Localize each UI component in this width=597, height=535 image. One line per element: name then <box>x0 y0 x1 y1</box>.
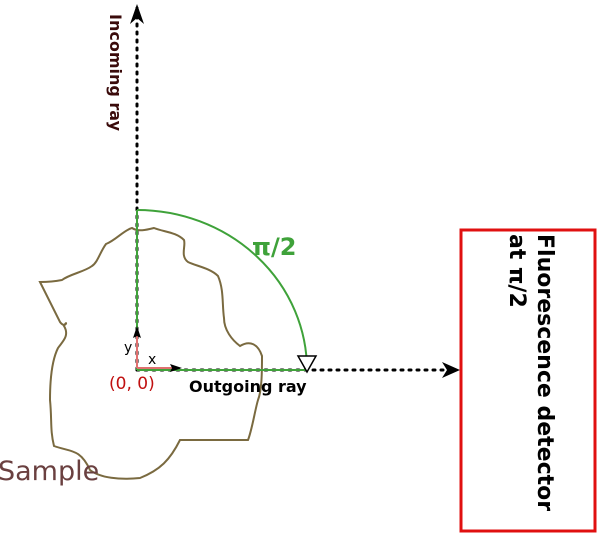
outgoing-ray-label: Outgoing ray <box>189 377 307 396</box>
sample-outline <box>38 226 264 480</box>
axis-x-arrowhead <box>170 364 182 372</box>
axis-x-label: x <box>148 352 156 368</box>
detector-label-line1: Fluorescence detector <box>532 234 557 511</box>
detector-label-line2: at π/2 <box>504 234 529 308</box>
angle-label: π/2 <box>252 233 296 261</box>
fluorescence-detector-box <box>459 228 597 533</box>
outgoing-ray-arrowhead <box>442 362 460 378</box>
axis-y-label: y <box>124 340 132 356</box>
sample-label: Sample <box>0 456 99 487</box>
axis-y-arrowhead <box>133 326 141 338</box>
incoming-ray-label: Incoming ray <box>106 14 125 132</box>
angle-arc <box>136 209 308 371</box>
incoming-ray-arrowhead <box>130 4 144 24</box>
angle-arc-endpoint-marker <box>296 355 318 374</box>
origin-label: (0, 0) <box>109 374 155 394</box>
